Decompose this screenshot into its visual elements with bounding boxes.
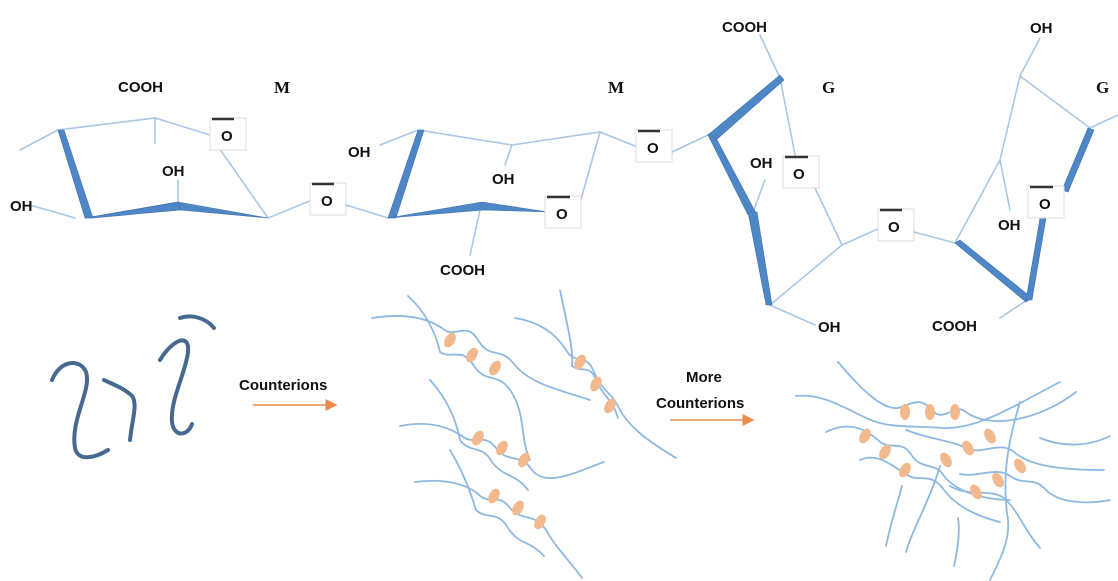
glycosidic-oxygen: O <box>635 129 709 163</box>
ring-oxygen-label: O <box>1039 196 1051 213</box>
hydroxyl-label: OH <box>750 155 773 172</box>
hydroxyl-label: OH <box>998 217 1021 234</box>
svg-text:O: O <box>888 219 900 236</box>
ring-oxygen-label: O <box>556 206 568 223</box>
glycosidic-oxygen: O <box>309 182 389 219</box>
more-counterions-caption-line1: More <box>686 369 722 386</box>
more-counterions-caption-line2: Counterions <box>656 395 744 412</box>
aggregated-network <box>795 361 1111 581</box>
ring-oxygen-label: O <box>793 166 805 183</box>
carboxyl-label: COOH <box>440 262 485 279</box>
hydroxyl-label: OH <box>348 144 371 161</box>
unit-label-m: M <box>608 78 624 97</box>
hydroxyl-label: OH <box>162 163 185 180</box>
hydroxyl-label: OH <box>818 319 841 336</box>
free-polymer-chains <box>50 314 216 460</box>
guluronate-unit-2: O OH OH COOH G <box>932 20 1118 335</box>
counterions-caption: Counterions <box>239 377 327 394</box>
unit-label-m: M <box>274 78 290 97</box>
carboxyl-label: COOH <box>118 79 163 96</box>
glycosidic-oxygen: O <box>877 208 956 244</box>
egg-box-dimers <box>371 289 677 579</box>
carboxyl-label: COOH <box>722 19 767 36</box>
unit-label-g: G <box>822 78 835 97</box>
unit-label-g: G <box>1096 78 1109 97</box>
svg-text:O: O <box>321 193 333 210</box>
guluronate-unit-1: O COOH OH OH G <box>707 19 881 336</box>
carboxyl-label: COOH <box>932 318 977 335</box>
hydroxyl-label: OH <box>10 198 33 215</box>
ring-oxygen-label: O <box>221 128 233 145</box>
hydroxyl-label: OH <box>1030 20 1053 37</box>
svg-text:O: O <box>647 140 659 157</box>
mannuronate-unit-1: O COOH OH OH M <box>10 78 313 219</box>
hydroxyl-label: OH <box>492 171 515 188</box>
mannuronate-unit-2: O OH OH COOH M <box>348 78 641 279</box>
